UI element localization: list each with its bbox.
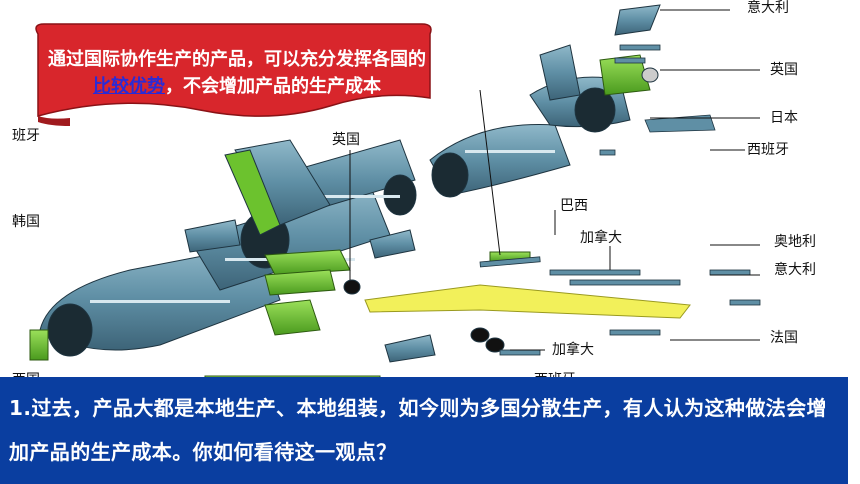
label-italy-top: 意大利	[745, 0, 791, 16]
question-box: 1.过去，产品大都是本地生产、本地组装，如今则为多国分散生产，有人认为这种做法会…	[0, 377, 848, 484]
callout-text-before: 通过国际协作生产的产品，可以充分发挥各国的	[48, 49, 426, 70]
airplane-exploded-view	[29, 4, 761, 385]
main-wing	[364, 284, 691, 319]
airplane-parts-diagram: 意大利 英国 日本 西班牙 班牙 英国 韩国 巴西 加拿大 奥地利 意大利 法国…	[10, 0, 850, 392]
label-italy-mid: 意大利	[772, 262, 818, 278]
label-uk-right: 英国	[768, 62, 800, 78]
comparative-advantage-link[interactable]: 比较优势	[93, 76, 165, 97]
callout-shape	[35, 23, 432, 126]
engines	[184, 67, 659, 363]
label-japan: 日本	[768, 110, 800, 126]
label-austria: 奥地利	[772, 234, 818, 250]
question-text: 1.过去，产品大都是本地生产、本地组装，如今则为多国分散生产，有人认为这种做法会…	[9, 396, 827, 464]
label-uk-center: 英国	[330, 132, 362, 148]
callout-text: 通过国际协作生产的产品，可以充分发挥各国的比较优势，不会增加产品的生产成本	[48, 46, 426, 100]
label-canada-mid: 加拿大	[578, 230, 624, 246]
tail-fin	[224, 4, 661, 236]
callout-text-after: ，不会增加产品的生产成本	[165, 76, 381, 97]
label-brazil: 巴西	[558, 198, 590, 214]
label-france: 法国	[768, 330, 800, 346]
label-canada-low: 加拿大	[550, 342, 596, 358]
fuselage-sections	[39, 76, 631, 357]
flap-parts	[479, 44, 761, 356]
label-spain-left: 班牙	[10, 128, 42, 144]
label-korea: 韩国	[10, 214, 42, 230]
leader-lines	[349, 9, 760, 351]
callout-banner: 通过国际协作生产的产品，可以充分发挥各国的比较优势，不会增加产品的生产成本	[30, 20, 438, 128]
label-spain-right: 西班牙	[745, 142, 791, 158]
